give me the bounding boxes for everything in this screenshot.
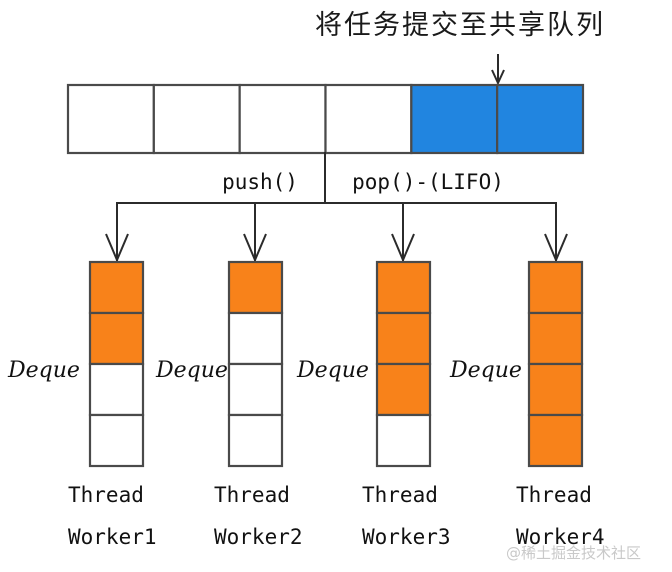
deque-3-worker-line1: Thread <box>362 483 438 507</box>
deque-1-cell-4[interactable] <box>88 413 145 468</box>
arrowhead-deque-3 <box>391 233 415 263</box>
deque-1-worker-line2: Worker1 <box>68 525 157 549</box>
deque-4-worker-line1: Thread <box>516 483 592 507</box>
deque-3-label: Deque <box>296 358 369 383</box>
deque-4-worker-line2: Worker4 <box>516 525 605 549</box>
deque-4-cell-4[interactable] <box>527 413 584 468</box>
pop-operation-label: pop()-(LIFO) <box>352 170 504 194</box>
deque-2-label: Deque <box>155 358 228 383</box>
deque-1-label: Deque <box>7 358 80 383</box>
deque-2-cell-1[interactable] <box>227 260 284 315</box>
deque-4-cell-2[interactable] <box>527 311 584 366</box>
deque-2-worker-line2: Worker2 <box>214 525 303 549</box>
push-operation-label: push() <box>222 170 298 194</box>
deque-3-cell-4[interactable] <box>375 413 432 468</box>
shared-queue-cell-6[interactable] <box>496 83 585 155</box>
deque-columns <box>88 260 584 468</box>
deque-1-cell-1[interactable] <box>88 260 145 315</box>
shared-queue-cell-5[interactable] <box>410 83 499 155</box>
deque-4-cell-3[interactable] <box>527 362 584 417</box>
shared-queue-cell-3[interactable] <box>238 83 327 155</box>
deque-3-cell-3[interactable] <box>375 362 432 417</box>
deque-4-label: Deque <box>449 358 522 383</box>
deque-1-cell-2[interactable] <box>88 311 145 366</box>
submit-title: 将任务提交至共享队列 <box>315 10 605 41</box>
deque-2-cell-2[interactable] <box>227 311 284 366</box>
shared-queue-cell-1[interactable] <box>66 83 155 155</box>
deque-1-worker-line1: Thread <box>68 483 144 507</box>
submit-arrow <box>491 54 505 86</box>
shared-queue-cell-4[interactable] <box>324 83 413 155</box>
arrowhead-deque-2 <box>243 233 267 263</box>
arrowhead-deque-4 <box>544 233 568 263</box>
deque-2-worker-line1: Thread <box>214 483 290 507</box>
deque-2-cell-3[interactable] <box>227 362 284 417</box>
deque-2-cell-4[interactable] <box>227 413 284 468</box>
watermark: @稀土掘金技术社区 <box>506 544 641 562</box>
shared-queue-cell-2[interactable] <box>152 83 241 155</box>
connector-tree <box>105 152 568 263</box>
deque-3-worker-line2: Worker3 <box>362 525 451 549</box>
deque-4-cell-1[interactable] <box>527 260 584 315</box>
deque-3-cell-2[interactable] <box>375 311 432 366</box>
arrowhead-deque-1 <box>105 233 129 263</box>
deque-1-cell-3[interactable] <box>88 362 145 417</box>
deque-3-cell-1[interactable] <box>375 260 432 315</box>
shared-queue <box>66 83 585 155</box>
